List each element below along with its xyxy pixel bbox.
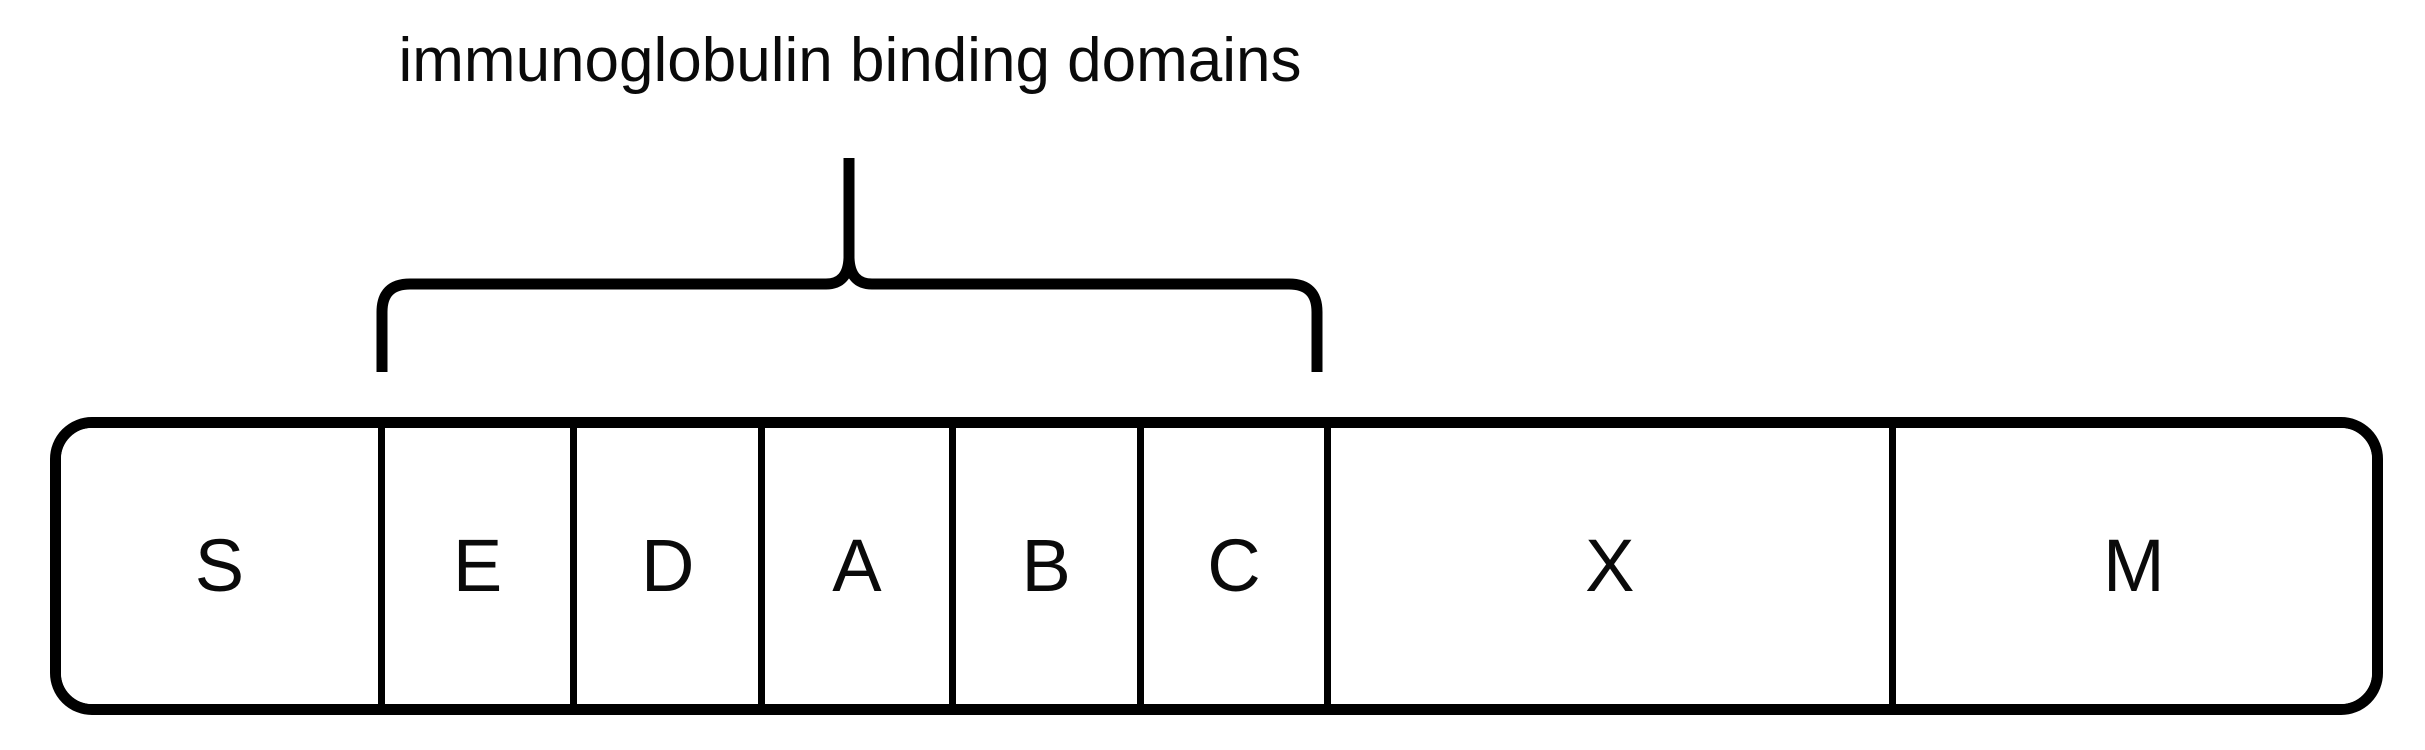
domain-segment-label: X	[1585, 524, 1635, 607]
domain-segment-b[interactable]: B	[955, 428, 1144, 704]
domain-segment-m[interactable]: M	[1895, 428, 2372, 704]
domain-segment-s[interactable]: S	[61, 428, 385, 704]
brace-annotation-label: immunoglobulin binding domains	[398, 26, 1302, 95]
domain-segment-a[interactable]: A	[765, 428, 956, 704]
domain-segment-label: A	[832, 524, 882, 607]
domain-segment-label: E	[452, 524, 503, 607]
domain-segment-label: C	[1207, 524, 1261, 607]
domain-segment-label: B	[1021, 524, 1071, 607]
domain-segment-label: D	[641, 524, 695, 607]
protein-domain-bar: S E D A B C X M	[50, 417, 2383, 715]
domain-segment-x[interactable]: X	[1331, 428, 1896, 704]
domain-segment-e[interactable]: E	[384, 428, 578, 704]
domain-segment-d[interactable]: D	[577, 428, 766, 704]
domain-segment-label: S	[194, 524, 245, 607]
domain-segment-c[interactable]: C	[1143, 428, 1332, 704]
domain-segment-label: M	[2102, 524, 2165, 607]
